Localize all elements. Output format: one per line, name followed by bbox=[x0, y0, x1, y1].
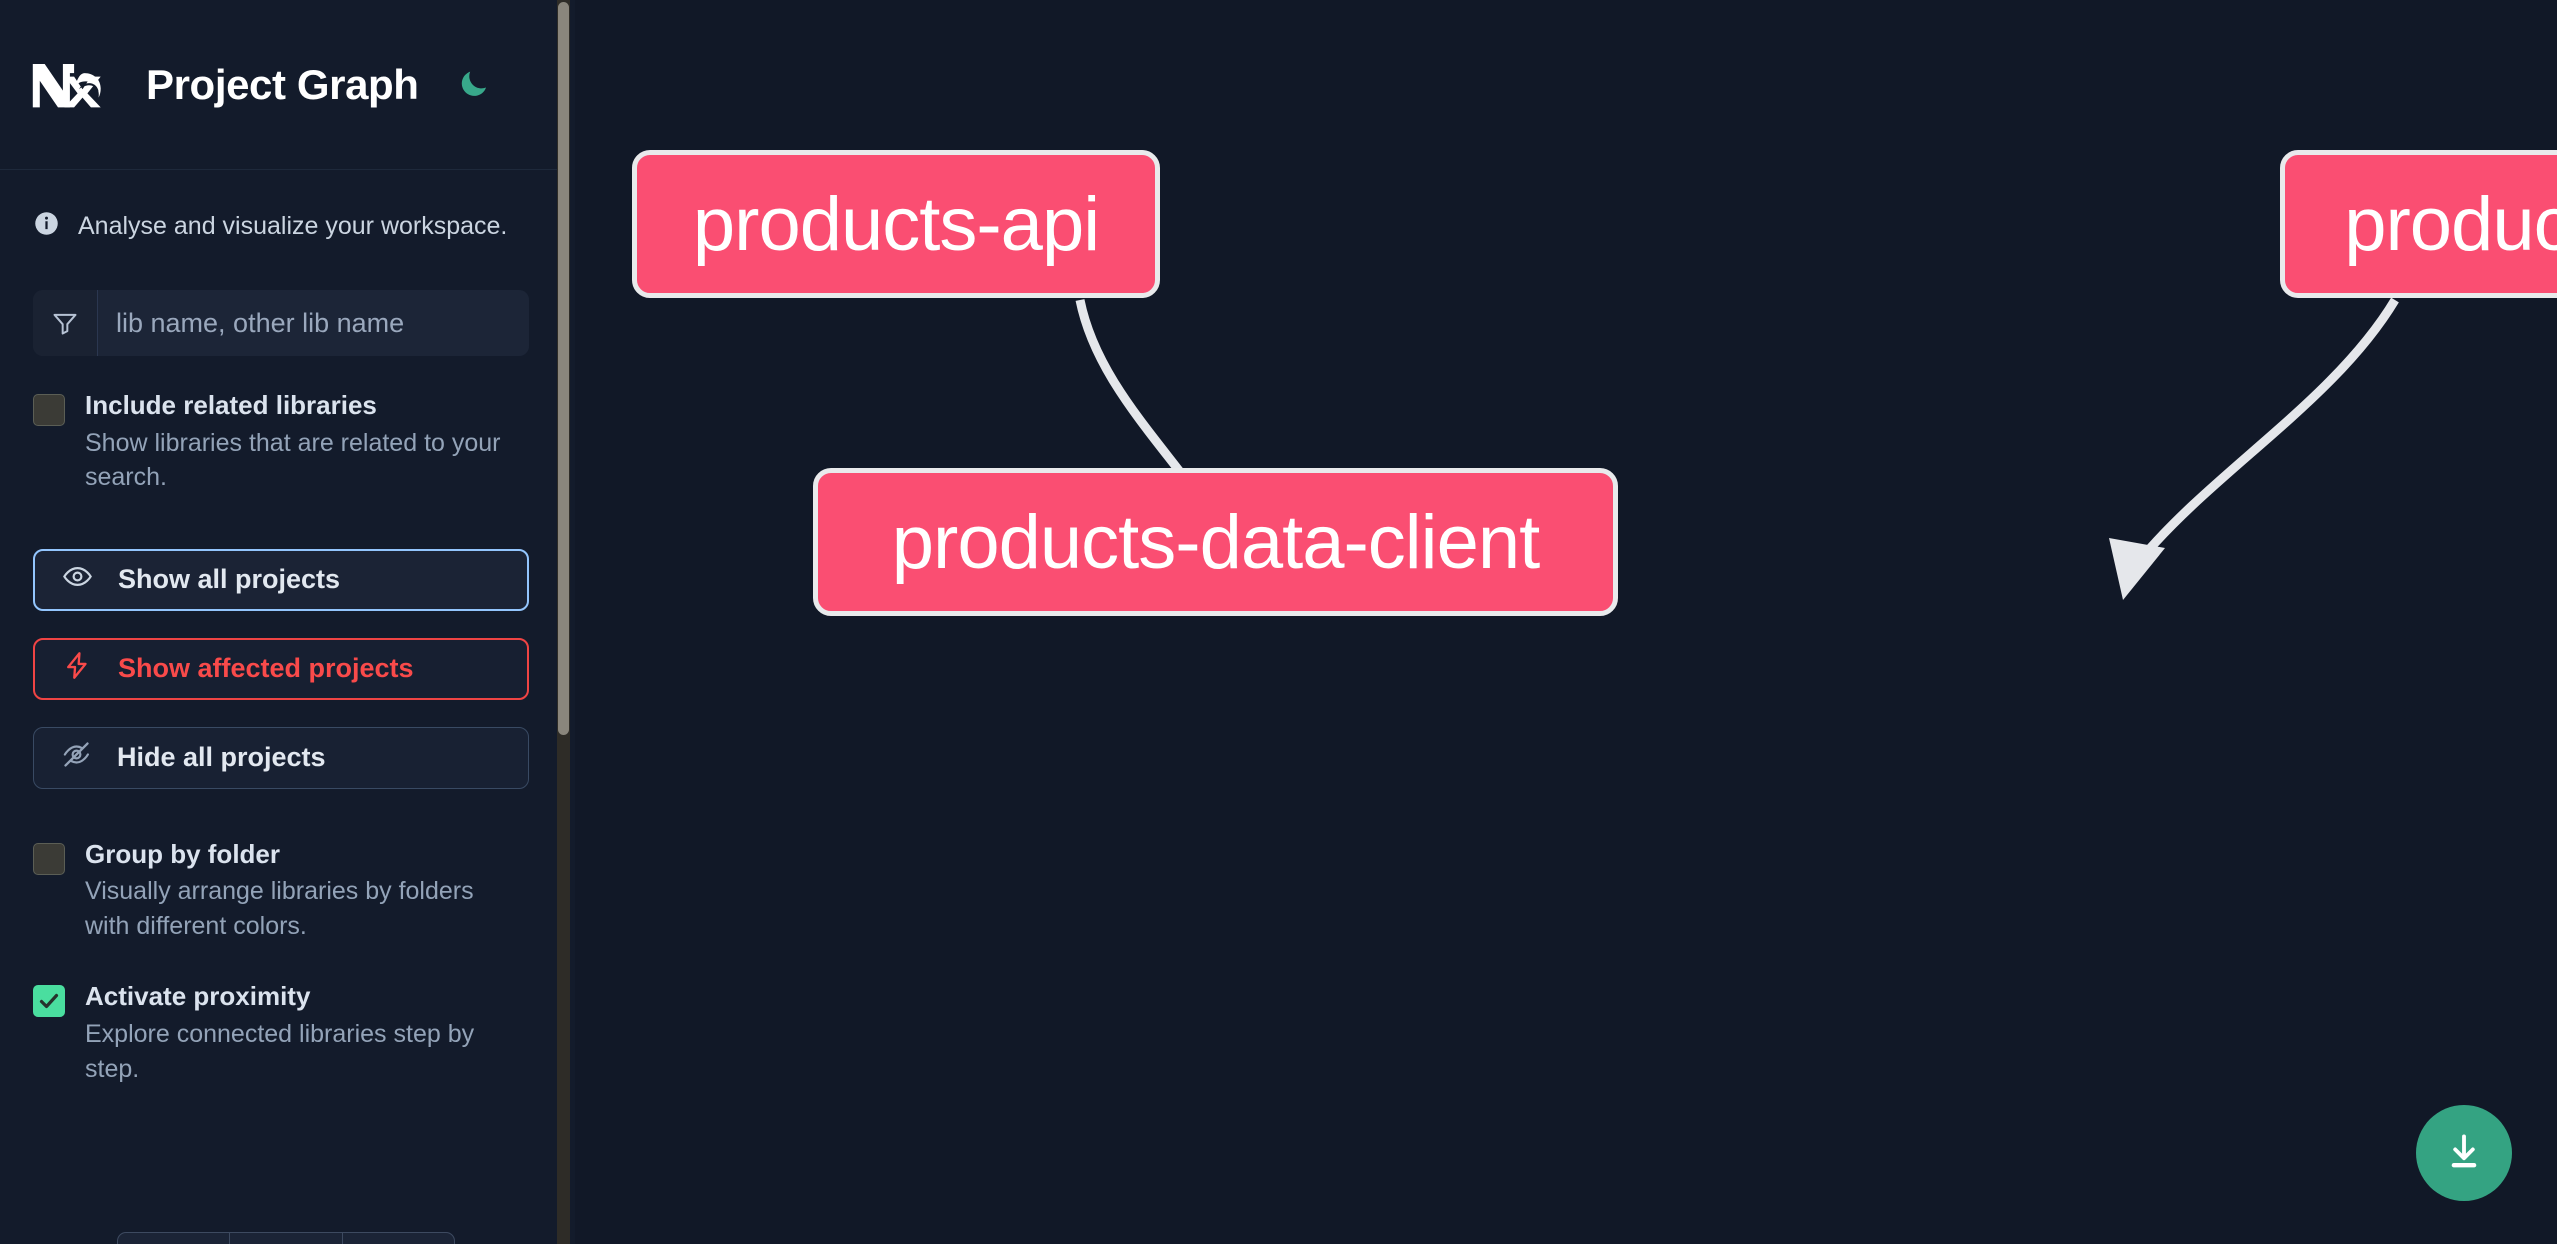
activate-proximity-label: Activate proximity bbox=[85, 981, 311, 1012]
arrowhead-products-cli bbox=[2109, 538, 2165, 600]
hide-all-projects-button[interactable]: Hide all projects bbox=[33, 726, 529, 789]
download-icon bbox=[2442, 1130, 2486, 1177]
nx-logo-icon bbox=[30, 57, 114, 113]
graph-node-products-api[interactable]: products-api bbox=[632, 150, 1160, 298]
edge-products-cli-to-data-client bbox=[2136, 297, 2399, 563]
graph-node-products-data-client[interactable]: products-data-client bbox=[813, 468, 1618, 616]
info-icon bbox=[33, 210, 60, 242]
filter-bar bbox=[33, 290, 529, 356]
activate-proximity-checkbox[interactable] bbox=[33, 985, 65, 1018]
proximity-segment-2[interactable] bbox=[230, 1233, 343, 1244]
activate-proximity-description: Explore connected libraries step by step… bbox=[85, 1020, 475, 1083]
project-visibility-buttons: Show all projects Show affected projects bbox=[33, 548, 529, 789]
hide-all-projects-label: Hide all projects bbox=[117, 742, 326, 773]
checkbox-include-related-libraries[interactable]: Include related libraries Show libraries… bbox=[0, 390, 559, 495]
workspace-info: Analyse and visualize your workspace. bbox=[0, 170, 559, 242]
include-related-libraries-checkbox[interactable] bbox=[33, 394, 65, 426]
checkmark-icon bbox=[39, 994, 59, 1009]
show-affected-projects-button[interactable]: Show affected projects bbox=[33, 637, 529, 700]
download-graph-button[interactable] bbox=[2416, 1105, 2512, 1201]
eye-icon bbox=[62, 561, 93, 599]
group-by-folder-description: Visually arrange libraries by folders wi… bbox=[85, 877, 474, 940]
group-by-folder-checkbox[interactable] bbox=[33, 842, 65, 875]
page-title: Project Graph bbox=[146, 60, 419, 108]
proximity-segment-3[interactable] bbox=[343, 1233, 454, 1244]
graph-node-products-cli[interactable]: products-cli bbox=[2280, 150, 2557, 298]
proximity-segmented-control[interactable] bbox=[117, 1232, 455, 1244]
include-related-libraries-description: Show libraries that are related to your … bbox=[85, 428, 501, 492]
sidebar-header: Project Graph bbox=[0, 0, 559, 170]
funnel-icon bbox=[33, 290, 98, 356]
lightning-bolt-icon bbox=[62, 650, 93, 688]
moon-icon bbox=[457, 66, 491, 103]
sidebar-scrollbar-thumb[interactable] bbox=[558, 2, 569, 735]
search-input[interactable] bbox=[98, 290, 529, 356]
checkbox-activate-proximity[interactable]: Activate proximity Explore connected lib… bbox=[0, 981, 559, 1086]
eye-slash-icon bbox=[61, 739, 92, 777]
group-by-folder-label: Group by folder bbox=[85, 838, 280, 869]
sidebar-scrollbar[interactable] bbox=[557, 0, 570, 1244]
workspace-info-text: Analyse and visualize your workspace. bbox=[78, 211, 508, 240]
show-all-projects-button[interactable]: Show all projects bbox=[33, 548, 529, 611]
checkbox-group-by-folder[interactable]: Group by folder Visually arrange librari… bbox=[0, 839, 559, 944]
proximity-segment-1[interactable] bbox=[118, 1233, 231, 1244]
show-affected-projects-label: Show affected projects bbox=[118, 653, 414, 684]
graph-canvas[interactable]: products-api products-cli products-data-… bbox=[575, 0, 2557, 1244]
sidebar-scroll-region: Project Graph bbox=[0, 0, 559, 1244]
sidebar: Project Graph bbox=[0, 0, 575, 1244]
include-related-libraries-label: Include related libraries bbox=[85, 390, 377, 420]
show-all-projects-label: Show all projects bbox=[118, 564, 341, 595]
theme-toggle-button[interactable] bbox=[451, 62, 497, 108]
